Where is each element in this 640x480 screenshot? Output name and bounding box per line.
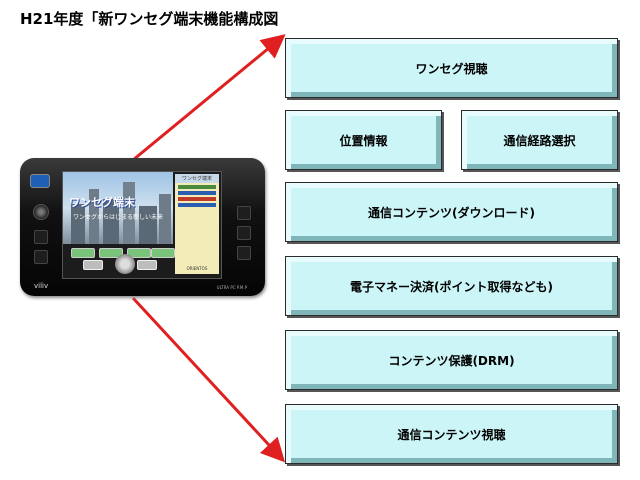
city-image bbox=[63, 172, 173, 244]
arrow-up bbox=[132, 34, 286, 162]
device-model: ULTRA PC P.M.P bbox=[216, 285, 247, 290]
screen-button bbox=[83, 260, 103, 270]
screen-menu-item bbox=[178, 185, 216, 189]
side-button-icon bbox=[237, 246, 251, 260]
side-button-icon bbox=[237, 226, 251, 240]
screen-menu-item bbox=[178, 203, 216, 207]
page-title: H21年度「新ワンセグ端末機能構成図 bbox=[20, 10, 279, 28]
screen-footer-logo: ORIENTOS bbox=[186, 266, 208, 271]
box-route: 通信経路選択 bbox=[461, 110, 618, 170]
box-viewing: 通信コンテンツ視聴 bbox=[285, 404, 618, 464]
screen-title: ワンセグ端末 bbox=[69, 196, 135, 209]
box-drm: コンテンツ保護(DRM) bbox=[285, 330, 618, 390]
box-download: 通信コンテンツ(ダウンロード) bbox=[285, 182, 618, 242]
joystick-icon bbox=[33, 204, 49, 220]
dpad-icon bbox=[115, 254, 135, 274]
screen-menu-header: ワンセグ端末 bbox=[175, 174, 219, 183]
box-location: 位置情報 bbox=[285, 110, 442, 170]
side-button-icon bbox=[34, 230, 48, 244]
screen-menu-item bbox=[178, 191, 216, 195]
box-oneseg: ワンセグ視聴 bbox=[285, 38, 618, 98]
screen-button bbox=[71, 248, 95, 258]
screen-button bbox=[127, 248, 151, 258]
device-brand: viliv bbox=[34, 282, 49, 290]
side-button-icon bbox=[237, 206, 251, 220]
box-emoney: 電子マネー決済(ポイント取得なども) bbox=[285, 256, 618, 316]
tablet-device: ワンセグ端末 ワンセグからはじまる新しい未来 ワンセグ端末 ORIENTOS v… bbox=[20, 158, 265, 296]
device-screen: ワンセグ端末 ワンセグからはじまる新しい未来 ワンセグ端末 ORIENTOS bbox=[62, 171, 222, 279]
intel-logo-icon bbox=[30, 174, 50, 188]
screen-subtitle: ワンセグからはじまる新しい未来 bbox=[73, 214, 164, 221]
side-button-icon bbox=[34, 250, 48, 264]
screen-button bbox=[151, 248, 175, 258]
screen-button bbox=[99, 248, 123, 258]
arrow-down bbox=[131, 296, 286, 463]
screen-button bbox=[137, 260, 157, 270]
screen-menu-item bbox=[178, 197, 216, 201]
screen-menu-panel: ワンセグ端末 bbox=[175, 174, 219, 274]
